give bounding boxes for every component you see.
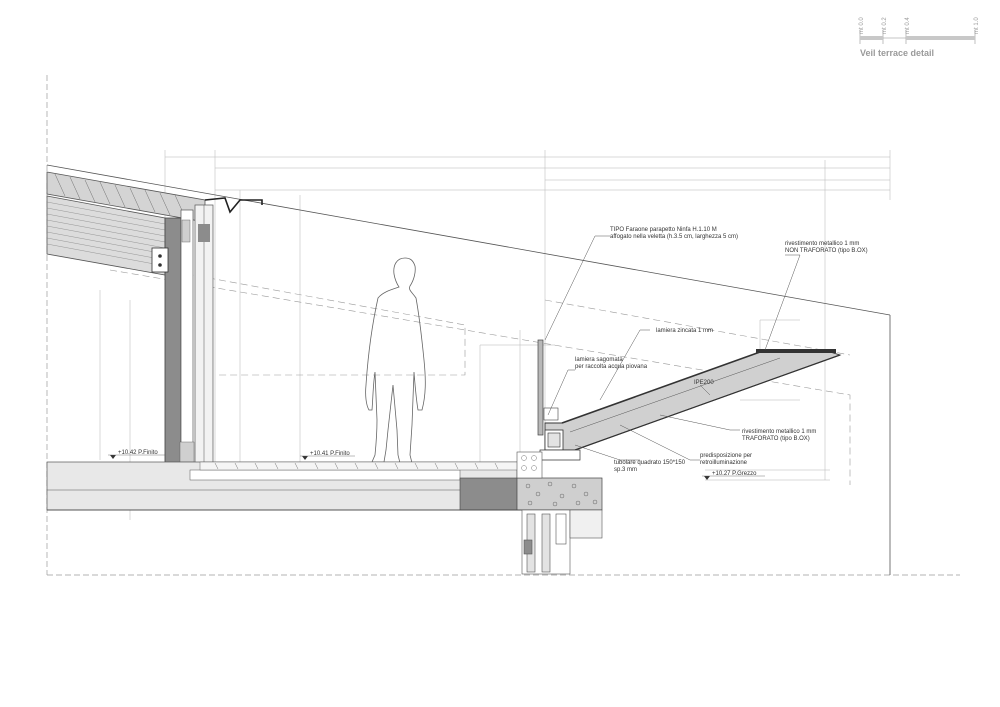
cladding-bottom-label-line2: TRAFORATO (tipo B.OX) bbox=[742, 436, 810, 442]
scale-tick-1: mt 0.2 bbox=[882, 17, 888, 34]
cladding-top-label-line1: rivestimento metallico 1 mm bbox=[785, 241, 859, 247]
annotations: TIPO Faraone parapetto Ninfa H.1.10 M af… bbox=[575, 227, 868, 473]
veil-canopy bbox=[539, 349, 842, 461]
drawing-title: Veil terrace detail bbox=[860, 48, 934, 58]
beam-label: IPE200 bbox=[694, 380, 714, 386]
level-markers: +10.42 P.Finito +10.41 P.Finito +10.27 P… bbox=[108, 450, 765, 480]
cladding-top-label-line2: NON TRAFORATO (tipo B.OX) bbox=[785, 248, 868, 254]
scale-bar: mt 0.0 mt 0.2 mt 0.4 mt 1.0 Veil terrace… bbox=[859, 17, 980, 58]
leader-lines bbox=[544, 235, 801, 461]
cladding-bottom-label-line1: rivestimento metallico 1 mm bbox=[742, 429, 816, 435]
shaped-sheet-label-line2: per raccolta acqua piovana bbox=[575, 364, 648, 370]
backlight-label-line1: predisposizione per bbox=[700, 453, 752, 459]
parapet-label-line1: TIPO Faraone parapetto Ninfa H.1.10 M bbox=[610, 227, 717, 233]
parapet-label-line2: affogato nella veletta (h.3.5 cm, larghe… bbox=[610, 234, 738, 240]
guide-lines bbox=[99, 257, 851, 485]
level-marker-left-icon bbox=[110, 455, 116, 459]
tube-label-line2: sp.3 mm bbox=[614, 467, 637, 473]
galvanized-sheet-label: lamiera zincata 1 mm bbox=[656, 328, 713, 334]
backlight-label-line2: retroilluminazione bbox=[700, 460, 748, 466]
column-left bbox=[151, 204, 214, 481]
scale-tick-3: mt 1.0 bbox=[974, 17, 980, 34]
roof-structure-left bbox=[46, 171, 263, 276]
shaped-sheet-label-line1: lamiera sagomata bbox=[575, 357, 623, 363]
level-middle: +10.41 P.Finito bbox=[310, 451, 350, 457]
scale-tick-2: mt 0.4 bbox=[905, 17, 911, 34]
parapet-post bbox=[537, 339, 559, 436]
scale-tick-0: mt 0.0 bbox=[859, 17, 865, 34]
lower-frame bbox=[521, 509, 603, 575]
level-right: +10.27 P.Grezzo bbox=[712, 471, 757, 477]
level-marker-middle-icon bbox=[302, 456, 308, 460]
level-left: +10.42 P.Finito bbox=[118, 450, 158, 456]
human-figure bbox=[365, 257, 426, 464]
tube-label-line1: tubolare quadrato 150*150 bbox=[614, 460, 686, 466]
roof-slope-line bbox=[46, 164, 891, 575]
floor-slab bbox=[46, 451, 603, 511]
level-marker-right-icon bbox=[704, 476, 710, 480]
